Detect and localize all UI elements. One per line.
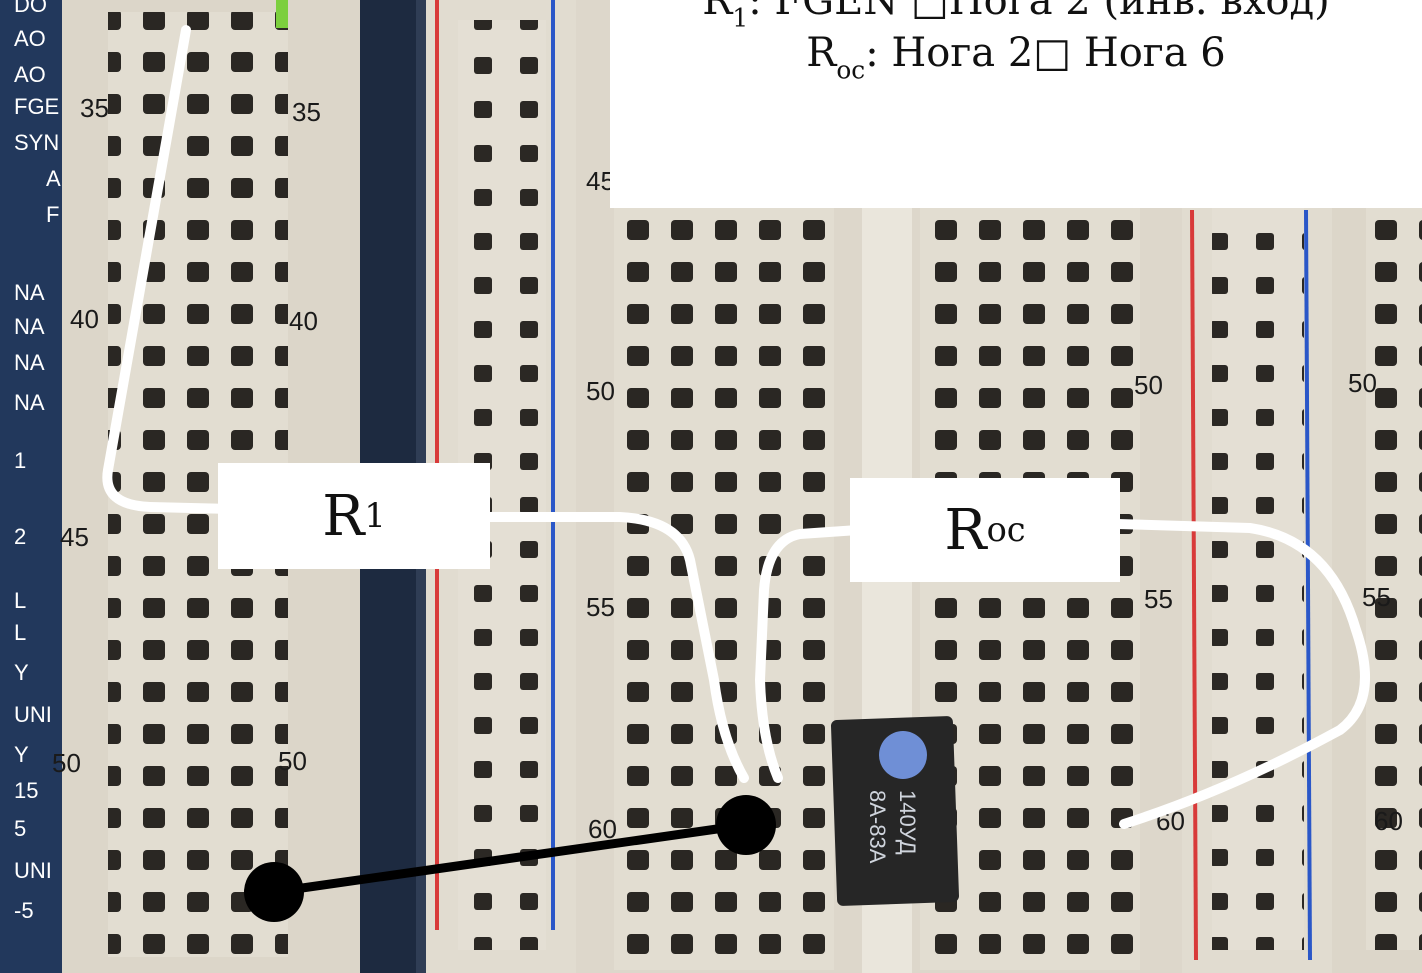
side-panel-label: FGE xyxy=(14,94,59,119)
chip-marking-line: 140УД xyxy=(895,790,920,855)
side-panel-label: NA xyxy=(14,350,45,375)
row-number: 45 xyxy=(60,522,89,552)
green-wire xyxy=(276,0,288,28)
row-number: 60 xyxy=(588,814,617,844)
side-panel-label: L xyxy=(14,620,26,645)
row-number: 40 xyxy=(70,304,99,334)
row-number: 40 xyxy=(289,306,318,336)
caption-line-roc: Roc: Нога 2□ Нога 6 xyxy=(806,30,1226,82)
side-panel-label: 2 xyxy=(14,524,26,549)
row-number: 35 xyxy=(80,93,109,123)
jumper-wire xyxy=(269,820,750,897)
side-panel-label: NA xyxy=(14,280,45,305)
row-number: 55 xyxy=(1362,582,1391,612)
caption-box: R1: FGEN □Нога 2 (инв. вход) Roc: Нога 2… xyxy=(610,0,1422,208)
side-panel-label: SYN xyxy=(14,130,59,155)
side-panel-label: Y xyxy=(14,742,29,767)
side-panel-label: UNI xyxy=(14,858,52,883)
pin1-marker xyxy=(879,731,927,779)
right-rail-holes xyxy=(1212,200,1304,950)
right-rail-line-blue xyxy=(1304,209,1312,961)
subscript: 1 xyxy=(732,3,749,33)
row-number: 50 xyxy=(278,746,307,776)
middle-hole-grid xyxy=(614,200,834,970)
side-panel xyxy=(0,0,62,973)
side-panel-label: NA xyxy=(14,390,45,415)
row-number: 35 xyxy=(292,97,321,127)
wire-fgen-to-r1 xyxy=(102,25,237,514)
wire-roc-to-pin2 xyxy=(755,525,863,783)
row-number: 50 xyxy=(52,748,81,778)
row-number: 50 xyxy=(1348,368,1377,398)
jumper-end-right xyxy=(716,795,776,855)
row-number: 60 xyxy=(1374,806,1403,836)
row-number: 50 xyxy=(1134,370,1163,400)
subscript: oc xyxy=(836,55,866,85)
side-panel-label: UNI xyxy=(14,702,52,727)
side-panel-label: F xyxy=(46,202,59,227)
side-panel-label: Y xyxy=(14,660,29,685)
row-number: 55 xyxy=(1144,584,1173,614)
right-rail-line-red xyxy=(1190,209,1198,961)
side-panel-label: AO xyxy=(14,62,46,87)
chip-marking-line: 8А-83А xyxy=(865,790,890,864)
side-panel-label: A xyxy=(46,166,61,191)
side-panel-label: NA xyxy=(14,314,45,339)
wire-roc-to-pin6 xyxy=(1113,519,1370,829)
caption-text: : Нога 2□ Нога 6 xyxy=(865,30,1226,76)
symbol: R xyxy=(806,30,837,76)
symbol: R xyxy=(702,0,733,24)
wire-r1-to-pin2 xyxy=(483,512,749,783)
row-number: 50 xyxy=(586,376,615,406)
caption-line-r1: R1: FGEN □Нога 2 (инв. вход) xyxy=(702,0,1330,30)
side-panel-label: AO xyxy=(14,26,46,51)
opamp-chip xyxy=(830,716,960,906)
far-right-holes xyxy=(1366,200,1422,950)
side-panel-label: 1 xyxy=(14,448,26,473)
symbol: R xyxy=(944,497,987,563)
side-panel-label: L xyxy=(14,588,26,613)
row-numbers: 35 35 40 40 45 50 50 45 50 55 60 50 55 6… xyxy=(52,93,1403,844)
side-panel-label: -5 xyxy=(14,898,34,923)
jumper-end-left xyxy=(244,862,304,922)
chip-marking: 140УД 8А-83А xyxy=(865,790,920,864)
side-panel-label: 15 xyxy=(14,778,38,803)
symbol: R xyxy=(322,483,365,549)
side-panel-label: 5 xyxy=(14,816,26,841)
caption-text: : FGEN □Нога 2 (инв. вход) xyxy=(748,0,1330,24)
side-panel-label: DO xyxy=(14,0,47,17)
row-number: 55 xyxy=(586,592,615,622)
